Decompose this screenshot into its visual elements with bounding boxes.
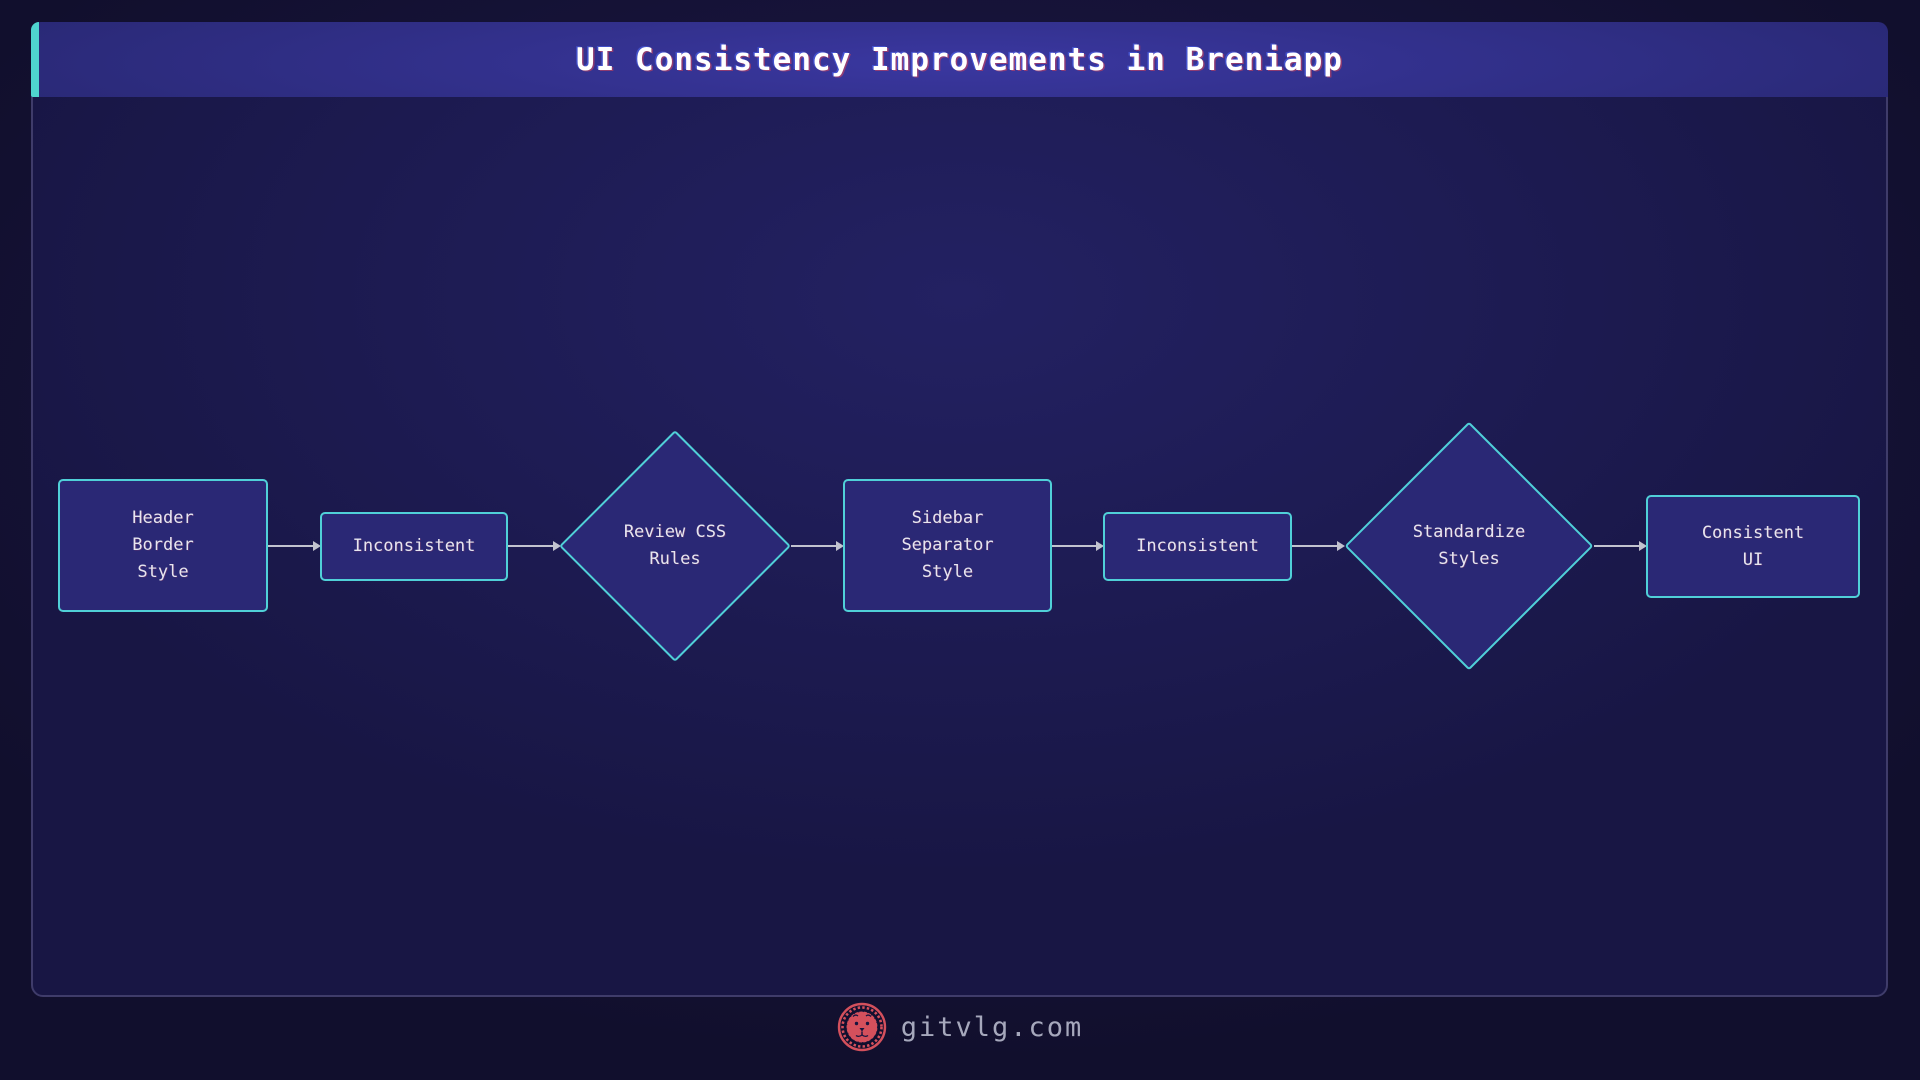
lion-emblem-icon: [837, 1002, 886, 1052]
flow-node-label: Inconsistent: [352, 536, 476, 556]
flow-arrow-1: [268, 541, 321, 551]
flow-node-review-css-rules: Review CSS Rules: [565, 504, 785, 588]
flow-node-label: Consistent UI: [1701, 522, 1805, 570]
flow-node-label: Sidebar Separator Style: [901, 508, 994, 582]
diagram-header-banner: UI Consistency Improvements in Breniapp: [31, 22, 1888, 97]
flow-arrow-2: [508, 541, 561, 551]
flow-node-label: Inconsistent: [1136, 536, 1259, 556]
flow-arrow-4: [1052, 541, 1104, 551]
flow-node-sidebar-separator-style: Sidebar Separator Style: [843, 479, 1052, 612]
diagram-card: UI Consistency Improvements in Breniapp …: [31, 22, 1888, 997]
flow-node-inconsistent-1: Inconsistent: [320, 512, 508, 581]
flow-arrow-6: [1594, 541, 1647, 551]
flow-node-label: Standardize Styles: [1412, 522, 1526, 569]
flow-arrow-3: [791, 541, 844, 551]
flow-arrow-5: [1292, 541, 1345, 551]
flowchart: Header Border Style Inconsistent Review …: [33, 24, 1886, 995]
flow-node-standardize-styles: Standardize Styles: [1359, 504, 1579, 588]
header-accent-bar: [31, 22, 39, 97]
site-name: gitvlg.com: [900, 1011, 1084, 1043]
flow-node-label: Header Border Style: [132, 508, 194, 582]
flow-node-inconsistent-2: Inconsistent: [1103, 512, 1292, 581]
flow-node-consistent-ui: Consistent UI: [1646, 495, 1860, 598]
flow-node-label: Review CSS Rules: [623, 522, 727, 569]
page-title: UI Consistency Improvements in Breniapp: [576, 41, 1343, 78]
flow-node-header-border-style: Header Border Style: [58, 479, 268, 612]
site-footer: gitvlg.com: [0, 1002, 1920, 1052]
